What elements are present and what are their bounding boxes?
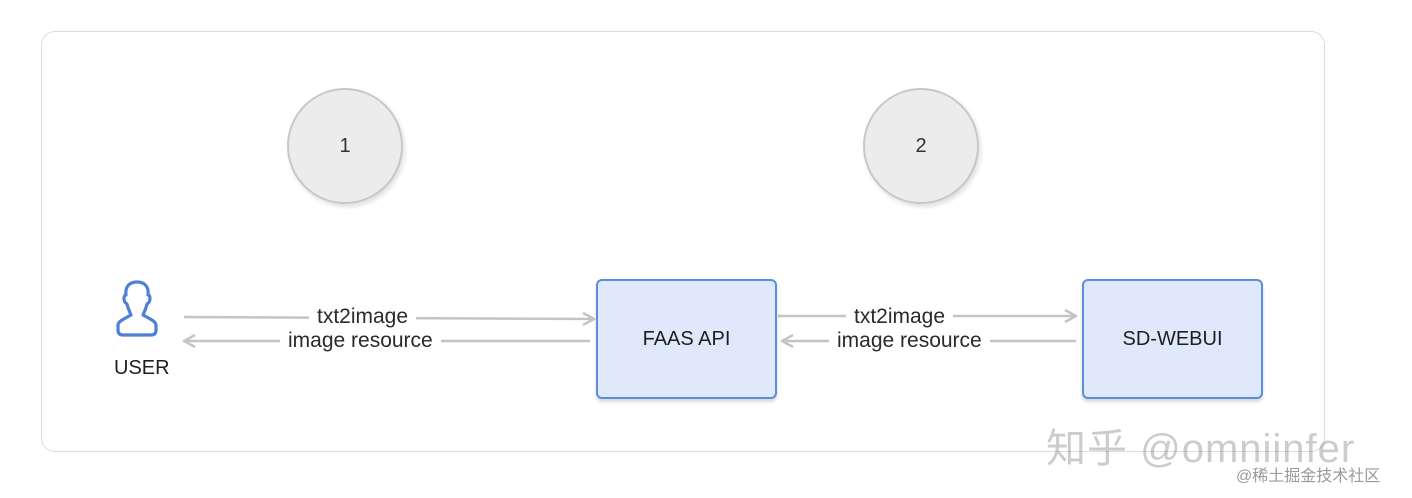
- response-label-1: image resource: [280, 329, 441, 353]
- sd-webui-label: SD-WEBUI: [1122, 327, 1223, 350]
- response-label-2: image resource: [829, 329, 990, 353]
- request-label-1: txt2image: [309, 305, 417, 329]
- step-2-label: 2: [915, 134, 927, 157]
- faas-api-node: FAAS API: [596, 279, 777, 399]
- faas-api-label: FAAS API: [642, 327, 731, 350]
- step-1-circle: 1: [287, 88, 403, 204]
- step-2-circle: 2: [863, 88, 979, 204]
- request-label-2: txt2image: [846, 305, 954, 329]
- watermark-juejin: @稀土掘金技术社区: [1236, 468, 1381, 485]
- user-label: USER: [114, 357, 170, 379]
- sd-webui-node: SD-WEBUI: [1082, 279, 1263, 399]
- step-1-label: 1: [339, 134, 351, 157]
- watermark-zhihu: 知乎 @omniinfer: [1046, 427, 1356, 471]
- user-icon: [116, 280, 158, 337]
